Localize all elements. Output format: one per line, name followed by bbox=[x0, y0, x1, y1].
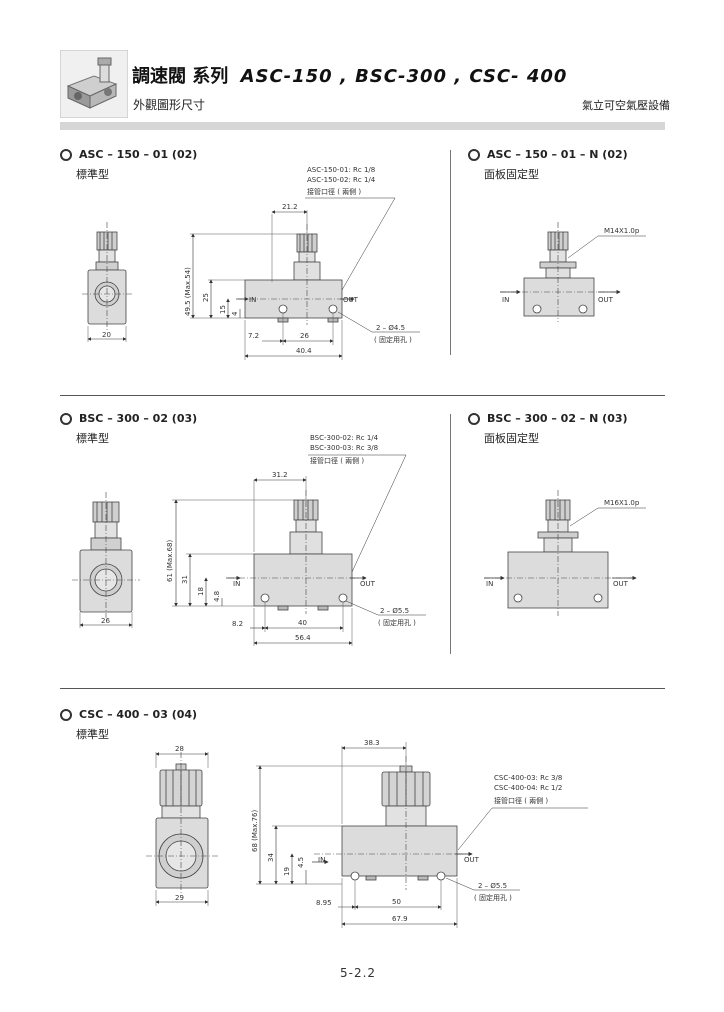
bsc-out-label: OUT bbox=[360, 580, 376, 588]
column-divider bbox=[450, 150, 451, 355]
dim-csc-34: 34 bbox=[267, 853, 275, 862]
section-bsc-title: BSC – 300 – 02 (03) bbox=[60, 412, 197, 425]
csc-in-label: IN bbox=[318, 856, 325, 864]
dim-csc-19: 19 bbox=[283, 867, 291, 876]
ascn-thread: M14X1.0p bbox=[604, 227, 640, 235]
dim-csc-383: 38.3 bbox=[364, 739, 380, 747]
column-divider bbox=[450, 414, 451, 654]
bullet-icon bbox=[60, 148, 72, 161]
section-bscn-title: BSC – 300 – 02 – N (03) bbox=[468, 412, 628, 425]
bsc-note3: 接管口徑 ( 兩側 ) bbox=[310, 456, 364, 465]
section-csc-subtitle: 標準型 bbox=[76, 728, 109, 741]
bsc-note2: BSC-300-03: Rc 3/8 bbox=[310, 444, 378, 452]
dim-csc-895: 8.95 bbox=[316, 899, 332, 907]
asc-hole: 2 – Ø4.5 bbox=[376, 324, 405, 332]
section-asc-title: ASC – 150 – 01 (02) bbox=[60, 148, 197, 161]
dim-bsc-61: 61 (Max.68) bbox=[166, 540, 174, 582]
dim-bsc-82: 8.2 bbox=[232, 620, 243, 628]
csc-note1: CSC-400-03: Rc 3/8 bbox=[494, 774, 562, 782]
dim-csc-28: 28 bbox=[175, 745, 184, 753]
title-models: ASC-150 , BSC-300 , CSC- 400 bbox=[240, 66, 568, 87]
bscn-thread: M16X1.0p bbox=[604, 499, 640, 507]
asc-side-view bbox=[244, 233, 343, 323]
dim-bsc-564: 56.4 bbox=[295, 634, 311, 642]
bsc-front-view bbox=[79, 501, 133, 613]
dim-asc-20: 20 bbox=[102, 331, 111, 339]
section-divider bbox=[60, 688, 665, 689]
dim-csc-45: 4.5 bbox=[297, 857, 305, 868]
dim-asc-15: 15 bbox=[219, 305, 227, 314]
dim-asc-4: 4 bbox=[231, 311, 239, 316]
csc-note3: 接管口徑 ( 兩側 ) bbox=[494, 796, 548, 805]
dim-bsc-18: 18 bbox=[197, 587, 205, 596]
bullet-icon bbox=[468, 412, 480, 425]
page-title: 調速閥 系列 ASC-150 , BSC-300 , CSC- 400 bbox=[132, 62, 567, 88]
dim-bsc-312: 31.2 bbox=[272, 471, 288, 479]
csc-hole: 2 – Ø5.5 bbox=[478, 882, 507, 890]
section-bscn-subtitle: 面板固定型 bbox=[484, 432, 539, 445]
bscn-out-label: OUT bbox=[613, 580, 629, 588]
ascn-in-label: IN bbox=[502, 296, 509, 304]
page-number: 5-2.2 bbox=[340, 966, 377, 980]
csc-hole-note: ( 固定用孔 ) bbox=[474, 893, 512, 902]
asc-note3: 接管口徑 ( 兩側 ) bbox=[307, 187, 361, 196]
csc-front-view bbox=[155, 763, 209, 889]
section-bsc-subtitle: 標準型 bbox=[76, 432, 109, 445]
section-divider bbox=[60, 395, 665, 396]
asc-out-label: OUT bbox=[343, 296, 359, 304]
bullet-icon bbox=[60, 708, 72, 721]
dim-csc-68: 68 (Max.76) bbox=[251, 810, 259, 852]
section-csc-title: CSC – 400 – 03 (04) bbox=[60, 708, 197, 721]
asc-note2: ASC-150-02: Rc 1/4 bbox=[307, 176, 376, 184]
dim-bsc-31: 31 bbox=[181, 575, 189, 584]
dim-asc-212: 21.2 bbox=[282, 203, 298, 211]
header-bar bbox=[60, 122, 665, 130]
asc-in-label: IN bbox=[249, 296, 256, 304]
ascn-view bbox=[523, 231, 595, 317]
dim-csc-29: 29 bbox=[175, 894, 184, 902]
dim-asc-495: 49.5 (Max.54) bbox=[184, 267, 192, 316]
brand-label: 氣立可空氣壓設備 bbox=[582, 99, 670, 112]
product-thumbnail bbox=[59, 49, 129, 119]
bsc-in-label: IN bbox=[233, 580, 240, 588]
bsc-hole: 2 – Ø5.5 bbox=[380, 607, 409, 615]
asc-hole-note: ( 固定用孔 ) bbox=[374, 335, 412, 344]
dim-asc-404: 40.4 bbox=[296, 347, 312, 355]
asc-note1: ASC-150-01: Rc 1/8 bbox=[307, 166, 375, 174]
section-ascn-title: ASC – 150 – 01 – N (02) bbox=[468, 148, 628, 161]
csc-out-label: OUT bbox=[464, 856, 480, 864]
dim-bsc-26: 26 bbox=[101, 617, 110, 625]
dim-asc-72: 7.2 bbox=[248, 332, 259, 340]
csc-side-view bbox=[341, 765, 458, 881]
section-ascn-subtitle: 面板固定型 bbox=[484, 168, 539, 181]
bullet-icon bbox=[60, 412, 72, 425]
dim-asc-25: 25 bbox=[202, 293, 210, 302]
section-asc-subtitle: 標準型 bbox=[76, 168, 109, 181]
dim-bsc-48: 4.8 bbox=[213, 591, 221, 602]
csc-note2: CSC-400-04: Rc 1/2 bbox=[494, 784, 562, 792]
page-subtitle: 外觀圖形尺寸 bbox=[133, 98, 206, 112]
dim-csc-679: 67.9 bbox=[392, 915, 408, 923]
title-cn: 調速閥 系列 bbox=[132, 66, 229, 87]
bullet-icon bbox=[468, 148, 480, 161]
dim-asc-26: 26 bbox=[300, 332, 309, 340]
bsc-side-view bbox=[253, 499, 353, 611]
dim-bsc-40: 40 bbox=[298, 619, 307, 627]
ascn-out-label: OUT bbox=[598, 296, 614, 304]
bsc-note1: BSC-300-02: Rc 1/4 bbox=[310, 434, 379, 442]
bsc-hole-note: ( 固定用孔 ) bbox=[378, 618, 416, 627]
dim-csc-50: 50 bbox=[392, 898, 401, 906]
bscn-in-label: IN bbox=[486, 580, 493, 588]
